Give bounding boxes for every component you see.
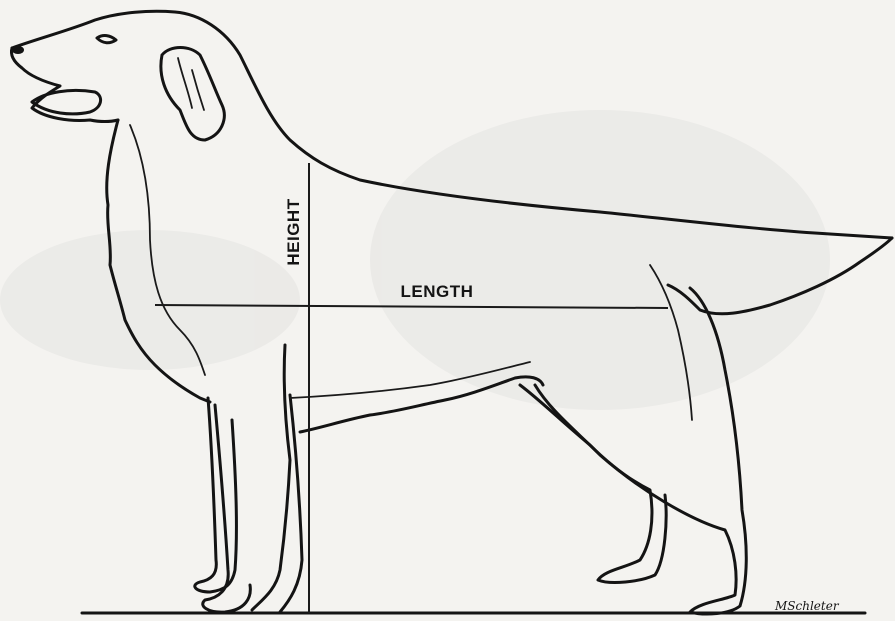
dog-tongue (32, 90, 101, 113)
length-label: LENGTH (401, 282, 474, 301)
dog-eye (97, 36, 116, 43)
dog-ear-outline (161, 48, 224, 141)
dog-front-leg-feathering (252, 345, 302, 612)
artist-signature: MSchleter (774, 599, 840, 613)
dog-nose (12, 46, 24, 54)
dog-ear-fold (178, 58, 204, 110)
background-watermark (0, 110, 830, 410)
dog-muzzle-outline (11, 48, 118, 122)
dog-hind-leg (520, 385, 666, 582)
height-label: HEIGHT (284, 198, 303, 265)
